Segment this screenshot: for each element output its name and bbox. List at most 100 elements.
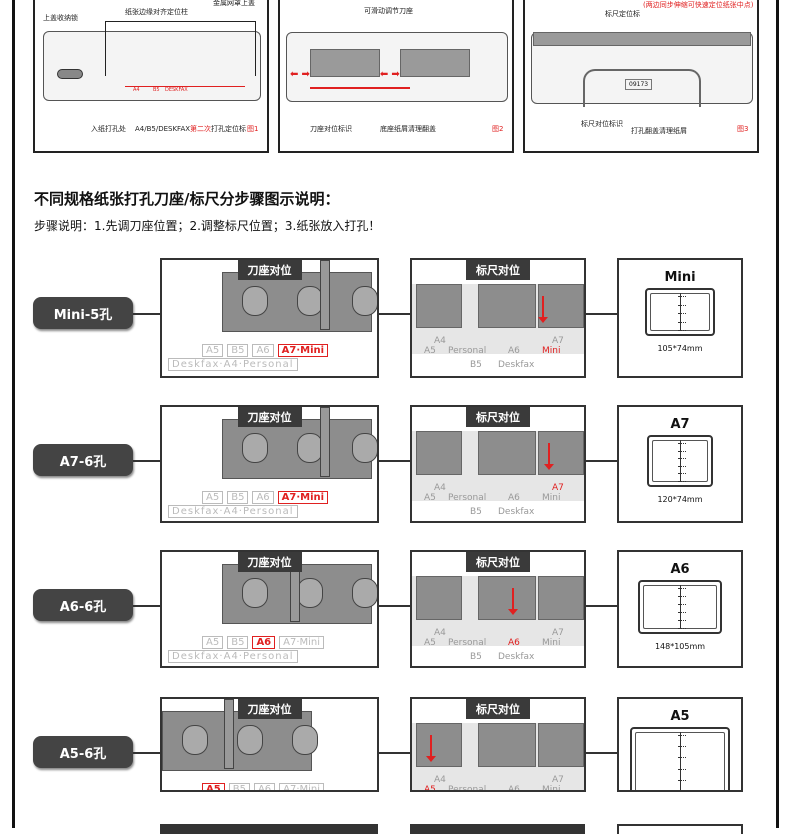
figure-3: 09173 标尺定位标 (两边同步伸缩可快速定位纸张中点) 标尺对位标识 打孔翻… xyxy=(523,0,759,153)
notebook-panel: A5 xyxy=(617,697,743,792)
knife-knob xyxy=(182,725,208,755)
next-ruler-panel xyxy=(410,824,585,834)
ruler-block[interactable] xyxy=(478,284,536,328)
notebook-panel: A6 148*105mm xyxy=(617,550,743,668)
knife-knob xyxy=(292,725,318,755)
ruler-label-personal: Personal xyxy=(448,493,487,503)
ruler-label-a7: A7 xyxy=(552,775,564,785)
knife-bottom-label: Deskfax·A4·Personal xyxy=(168,358,298,371)
knife-label: A6 xyxy=(252,344,274,357)
ruler-label-deskfax: Deskfax xyxy=(498,507,535,517)
ruler-label-a7: A7 xyxy=(552,628,564,638)
ruler-block[interactable] xyxy=(416,431,462,475)
knife-knob xyxy=(297,286,323,316)
ruler-label-a4: A4 xyxy=(434,483,446,493)
knife-pin[interactable] xyxy=(224,699,234,769)
size-pill: A5-6孔 xyxy=(33,736,133,768)
knife-panel-title: 刀座对位 xyxy=(237,260,302,280)
ruler-label-deskfax: Deskfax xyxy=(498,360,535,370)
connector xyxy=(585,460,618,462)
frame-left xyxy=(12,0,15,828)
knife-label: B5 xyxy=(227,344,249,357)
knife-bottom-label: Deskfax·A4·Personal xyxy=(168,505,298,518)
knife-pin[interactable] xyxy=(320,260,330,330)
ruler-block[interactable] xyxy=(478,723,536,767)
ruler-label-a4: A4 xyxy=(434,336,446,346)
knife-knob xyxy=(242,286,268,316)
knife-label: A6 xyxy=(253,783,276,790)
ruler-label-personal: Personal xyxy=(448,785,487,792)
notebook-size: A6 xyxy=(670,562,690,577)
next-notebook-panel xyxy=(617,824,743,834)
knife-label: A6 xyxy=(252,491,274,504)
ruler-block[interactable] xyxy=(416,723,462,767)
connector xyxy=(585,313,618,315)
notebook-icon xyxy=(645,288,715,336)
notebook-dimensions: 148*105mm xyxy=(654,642,706,651)
ruler-label-a6: A6 xyxy=(508,638,520,648)
connector xyxy=(378,460,411,462)
notebook-icon xyxy=(638,580,722,634)
notebook-size: A5 xyxy=(670,709,690,724)
ruler-block[interactable] xyxy=(478,431,536,475)
figure-1: 上盖收纳锁 纸张边缘对齐定位柱 金属网罩上盖 A4 B5 DESKFAX 入纸打… xyxy=(33,0,269,153)
connector xyxy=(133,313,161,315)
knife-knob xyxy=(297,578,323,608)
size-pill: Mini-5孔 xyxy=(33,297,133,329)
connector xyxy=(585,605,618,607)
figure-2: ⬅ ➡ ⬅ ➡ 可滑动调节刀座 刀座对位标识 底座纸屑清理翻盖 图2 xyxy=(278,0,514,153)
ruler-block[interactable] xyxy=(416,576,462,620)
knife-label: B5 xyxy=(227,491,249,504)
section-title: 不同规格纸张打孔刀座/标尺分步骤图示说明： xyxy=(34,190,340,208)
ruler-label-a7: A7 xyxy=(552,483,564,493)
ruler-block[interactable] xyxy=(478,576,536,620)
connector xyxy=(133,460,161,462)
knife-knob xyxy=(352,578,377,608)
knife-label: A7·Mini xyxy=(279,636,325,649)
ruler-label-a4: A4 xyxy=(434,628,446,638)
knife-label: A7·Mini xyxy=(277,491,329,504)
ruler-panel-title: 标尺对位 xyxy=(466,260,530,280)
ruler-label-mini: Mini xyxy=(542,638,561,648)
device-front xyxy=(43,31,261,101)
knife-knob xyxy=(297,433,323,463)
knife-knob xyxy=(237,725,263,755)
notebook-icon xyxy=(647,435,713,487)
ruler-label-a5: A5 xyxy=(424,785,436,792)
ruler-label-personal: Personal xyxy=(448,638,487,648)
knife-panel-title: 刀座对位 xyxy=(237,699,302,719)
ruler-block[interactable] xyxy=(538,576,584,620)
knife-label: B5 xyxy=(228,783,250,790)
ruler-block[interactable] xyxy=(416,284,462,328)
ruler-label-b5: B5 xyxy=(470,507,482,517)
ruler-label-personal: Personal xyxy=(448,346,487,356)
connector xyxy=(378,752,411,754)
knife-knob xyxy=(352,433,377,463)
ruler-label-a5: A5 xyxy=(424,346,436,356)
size-pill: A7-6孔 xyxy=(33,444,133,476)
ruler-label-a4: A4 xyxy=(434,775,446,785)
knife-label: A7·Mini xyxy=(279,783,325,790)
connector xyxy=(378,605,411,607)
knife-knob xyxy=(352,286,377,316)
knife-label: A5 xyxy=(202,344,224,357)
connector xyxy=(133,605,161,607)
knife-pin[interactable] xyxy=(320,407,330,477)
ruler-panel-title: 标尺对位 xyxy=(466,552,530,572)
steps-text: 步骤说明：1.先调刀座位置；2.调整标尺位置；3.纸张放入打孔！ xyxy=(34,219,381,233)
arrow-down-icon xyxy=(538,296,548,323)
knife-label: A7·Mini xyxy=(277,344,329,357)
ruler-label-mini: Mini xyxy=(542,346,561,356)
size-pill: A6-6孔 xyxy=(33,589,133,621)
ruler-block[interactable] xyxy=(538,723,584,767)
notebook-icon xyxy=(630,727,730,790)
ruler-label-b5: B5 xyxy=(470,652,482,662)
